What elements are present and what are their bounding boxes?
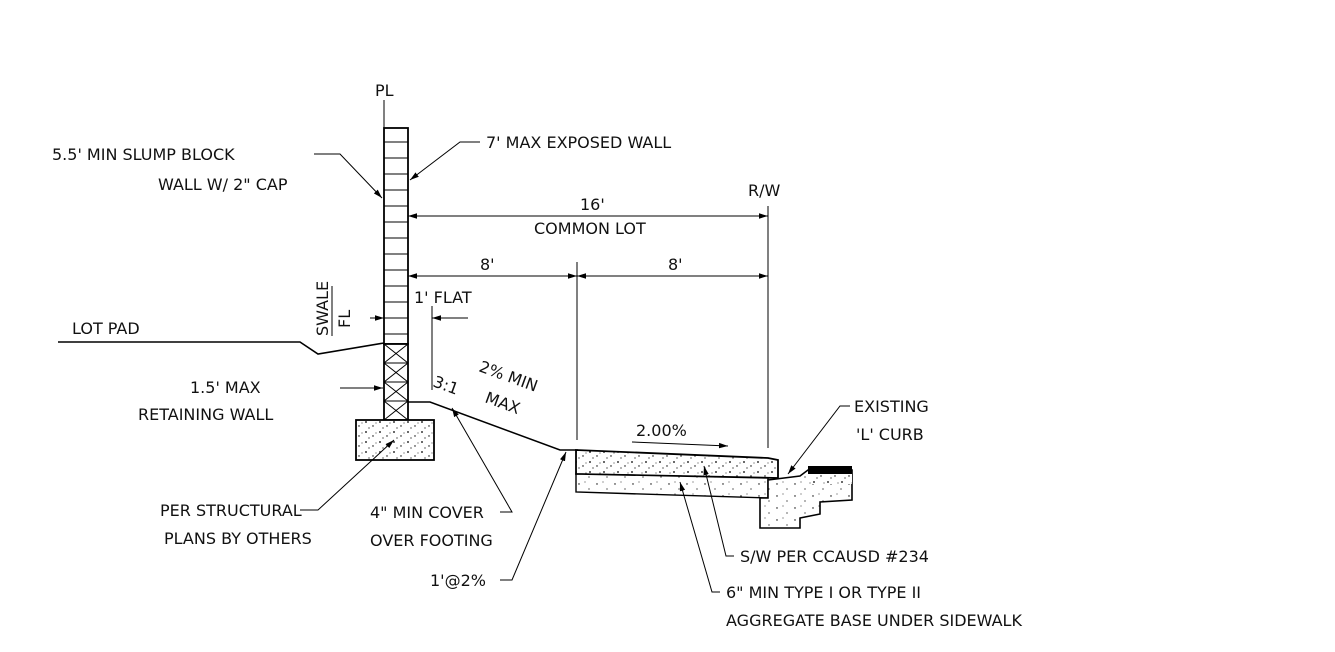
existing-curb-label-1: EXISTING	[854, 397, 929, 416]
slope-max-label-1: 3:1	[431, 372, 462, 399]
dim-8-right-label: 8'	[668, 255, 683, 274]
lot-pad-grade	[58, 341, 385, 355]
swale-label: SWALE	[313, 281, 332, 336]
slump-block-wall	[383, 127, 409, 345]
cover-label-1: 4" MIN COVER	[370, 503, 484, 522]
footing	[355, 419, 435, 461]
slope-min-label: 2% MIN	[477, 357, 541, 396]
pl-label: PL	[375, 81, 394, 100]
retaining-wall-label-1: 1.5' MAX	[190, 378, 261, 397]
sidewalk-slope-arrow	[631, 441, 729, 449]
aggregate-leader	[679, 481, 720, 593]
aggregate-base	[575, 473, 769, 499]
structural-label-1: PER STRUCTURAL	[160, 501, 302, 520]
sidewalk	[575, 449, 779, 479]
slope-label: 2% MIN	[477, 357, 541, 396]
exposed-wall-label: 7' MAX EXPOSED WALL	[486, 133, 671, 152]
retaining-wall	[383, 343, 409, 421]
aggregate-label-1: 6" MIN TYPE I OR TYPE II	[726, 583, 921, 602]
aggregate-label-2: AGGREGATE BASE UNDER SIDEWALK	[726, 611, 1022, 630]
slope-max-label-group: 3:1	[431, 372, 462, 399]
one-flat-label: 1' FLAT	[414, 288, 472, 307]
exposed-wall-leader	[409, 141, 480, 181]
common-lot-label: COMMON LOT	[534, 219, 646, 238]
structural-leader	[300, 439, 395, 511]
slope-max-label-2: MAX	[483, 388, 523, 418]
sidewalk-ref-label: S/W PER CCAUSD #234	[740, 547, 929, 566]
slope-max-label-group-2: MAX	[483, 388, 523, 418]
retaining-wall-label-2: RETAINING WALL	[138, 405, 273, 424]
cover-leader	[451, 407, 513, 513]
fl-label: FL	[335, 310, 354, 328]
swale-fl-label: SWALE FL	[313, 281, 354, 336]
dim-16-label: 16'	[580, 195, 605, 214]
one-at-two-leader	[500, 451, 567, 581]
existing-curb-label-2: 'L' CURB	[856, 425, 924, 444]
one-at-two-label: 1'@2%	[430, 571, 486, 590]
slump-block-label-2: WALL W/ 2" CAP	[158, 175, 288, 194]
slump-block-label-1: 5.5' MIN SLUMP BLOCK	[52, 145, 235, 164]
slump-block-leader	[314, 153, 383, 199]
lot-pad-label: LOT PAD	[72, 319, 140, 338]
sidewalk-ref-leader	[703, 465, 734, 557]
structural-label-2: PLANS BY OTHERS	[164, 529, 312, 548]
existing-curb-leader	[787, 405, 850, 475]
existing-l-curb	[759, 466, 853, 529]
sidewalk-slope-label: 2.00%	[636, 421, 687, 440]
dim-8-left-label: 8'	[480, 255, 495, 274]
slope-grade	[408, 401, 578, 451]
row-label: R/W	[748, 181, 781, 200]
cover-label-2: OVER FOOTING	[370, 531, 493, 550]
